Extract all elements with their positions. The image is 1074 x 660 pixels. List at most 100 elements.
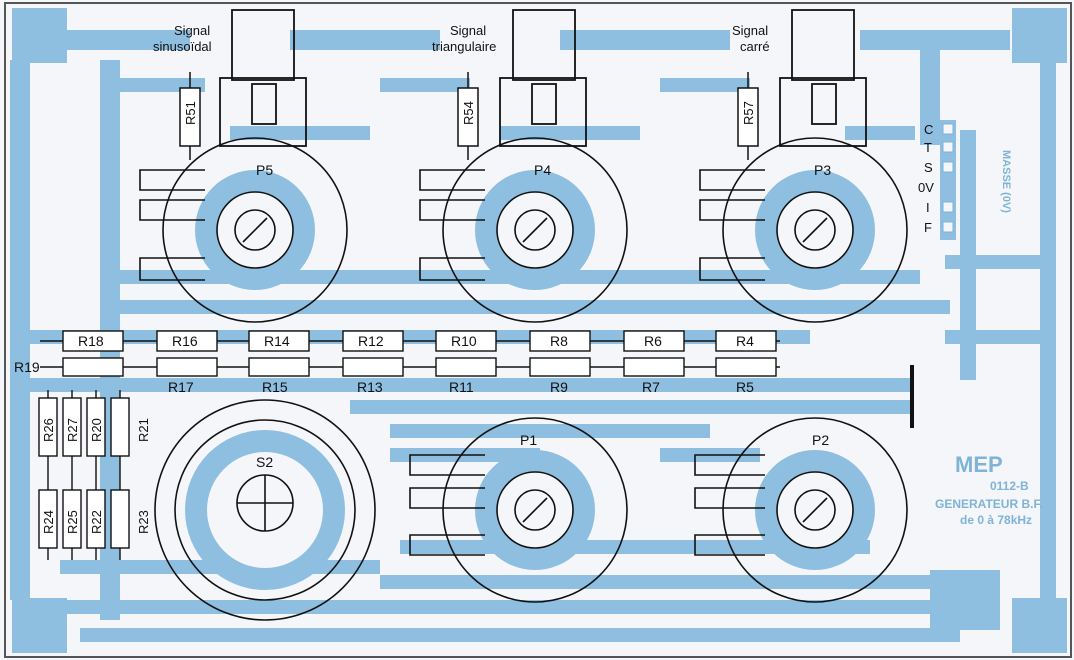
label-r22: R22 <box>89 510 104 534</box>
mounting-pad-tl <box>12 8 67 63</box>
resistor-r25 <box>62 489 82 549</box>
label-r16: R16 <box>172 333 198 349</box>
label-r8: R8 <box>550 333 568 349</box>
resistor-r5 <box>715 357 777 377</box>
label-r13: R13 <box>357 379 383 395</box>
label-s2: S2 <box>256 454 273 470</box>
label-r17: R17 <box>168 379 194 395</box>
output-connector-triangle <box>499 9 587 147</box>
resistor-r20 <box>86 397 106 457</box>
potentiometer-p4 <box>419 137 628 323</box>
label-r23: R23 <box>136 510 151 534</box>
resistor-r54 <box>457 87 479 147</box>
pot-labels: P5 P4 P3 P1 P2 S2 <box>256 162 831 470</box>
label-p2: P2 <box>812 432 829 448</box>
output-connector-sine <box>219 9 307 147</box>
resistor-r12 <box>342 330 404 352</box>
label-r27: R27 <box>65 418 80 442</box>
resistor-r22 <box>86 489 106 549</box>
logo-block: MEP 0112-B GENERATEUR B.F. de 0 à 78kHz <box>935 452 1043 527</box>
resistor-r14 <box>248 330 310 352</box>
output-label-triangle-1: Signal <box>450 23 486 38</box>
resistor-r6 <box>623 330 685 352</box>
potentiometer-p5 <box>139 137 348 323</box>
logo-title: GENERATEUR B.F. <box>935 497 1043 511</box>
connector-label-s: S <box>924 160 933 175</box>
connector-label-0v: 0V <box>918 180 934 195</box>
resistor-r24 <box>38 489 58 549</box>
potentiometer-p1 <box>409 417 628 603</box>
connector-strip: C T S 0V I F MASSE (0V) <box>918 120 1012 240</box>
label-r12: R12 <box>358 333 384 349</box>
resistor-row-labels: R18 R16 R14 R12 R10 R8 R6 R4 R19 R17 R15… <box>14 333 754 395</box>
label-r5: R5 <box>736 379 754 395</box>
label-r7: R7 <box>642 379 660 395</box>
resistor-r10 <box>435 330 497 352</box>
resistor-r17 <box>156 357 218 377</box>
label-r26: R26 <box>41 418 56 442</box>
output-label-square-1: Signal <box>732 23 768 38</box>
label-p5: P5 <box>256 162 273 178</box>
label-r18: R18 <box>78 333 104 349</box>
potentiometers <box>139 137 908 621</box>
mounting-pad-tr <box>1012 8 1067 63</box>
resistor-r51 <box>179 87 201 147</box>
output-connectors <box>219 9 867 147</box>
resistor-r23 <box>110 489 130 549</box>
connector-label-f: F <box>924 220 932 235</box>
resistor-r57 <box>737 87 759 147</box>
label-p1: P1 <box>520 432 537 448</box>
resistor-r11 <box>435 357 497 377</box>
label-r19: R19 <box>14 359 40 375</box>
vertical-resistor-bank <box>38 390 130 560</box>
resistor-r8 <box>529 330 591 352</box>
potentiometer-p2 <box>694 417 908 603</box>
label-r15: R15 <box>262 379 288 395</box>
label-p3: P3 <box>814 162 831 178</box>
vertical-resistor-bank-labels: R26 R27 R20 R21 R24 R25 R22 R23 <box>41 418 151 534</box>
resistor-r4 <box>715 330 777 352</box>
connector-label-c: C <box>924 122 933 137</box>
label-r4: R4 <box>736 333 754 349</box>
label-r51: R51 <box>183 101 198 125</box>
label-r25: R25 <box>65 510 80 534</box>
label-r54: R54 <box>461 101 476 125</box>
connector-label-i: I <box>926 200 930 215</box>
logo-ref: 0112-B <box>990 479 1029 493</box>
label-r11: R11 <box>449 379 474 395</box>
label-r20: R20 <box>89 418 104 442</box>
output-label-sine-2: sinusoïdal <box>153 39 212 54</box>
board-edge <box>4 2 1072 658</box>
logo-mark: MEP <box>955 452 1003 477</box>
resistor-r18 <box>62 330 124 352</box>
label-p4: P4 <box>534 162 551 178</box>
output-label-sine-1: Signal <box>174 23 210 38</box>
resistor-r15 <box>248 357 310 377</box>
resistor-r9 <box>529 357 591 377</box>
resistor-r19 <box>62 357 124 377</box>
label-r10: R10 <box>451 333 477 349</box>
resistor-r13 <box>342 357 404 377</box>
masse-label: MASSE (0V) <box>1000 150 1012 213</box>
connector-label-t: T <box>924 140 932 155</box>
resistor-r27 <box>62 397 82 457</box>
rotary-switch-s2 <box>154 399 376 621</box>
output-connector-square <box>779 9 867 147</box>
vertical-resistor-labels-top: R51 R54 R57 <box>183 101 756 125</box>
mounting-pad-br <box>1012 598 1067 653</box>
label-r6: R6 <box>644 333 662 349</box>
resistor-rows <box>40 330 780 377</box>
label-r14: R14 <box>264 333 290 349</box>
potentiometer-p3 <box>699 137 908 323</box>
logo-range: de 0 à 78kHz <box>960 513 1032 527</box>
vertical-resistors-top <box>179 72 759 160</box>
resistor-r21 <box>110 397 130 457</box>
label-r21: R21 <box>136 418 151 442</box>
resistor-r16 <box>156 330 218 352</box>
label-r57: R57 <box>741 101 756 125</box>
output-label-triangle-2: triangulaire <box>432 39 496 54</box>
resistor-r26 <box>38 397 58 457</box>
output-label-square-2: carré <box>740 39 770 54</box>
resistor-r7 <box>623 357 685 377</box>
